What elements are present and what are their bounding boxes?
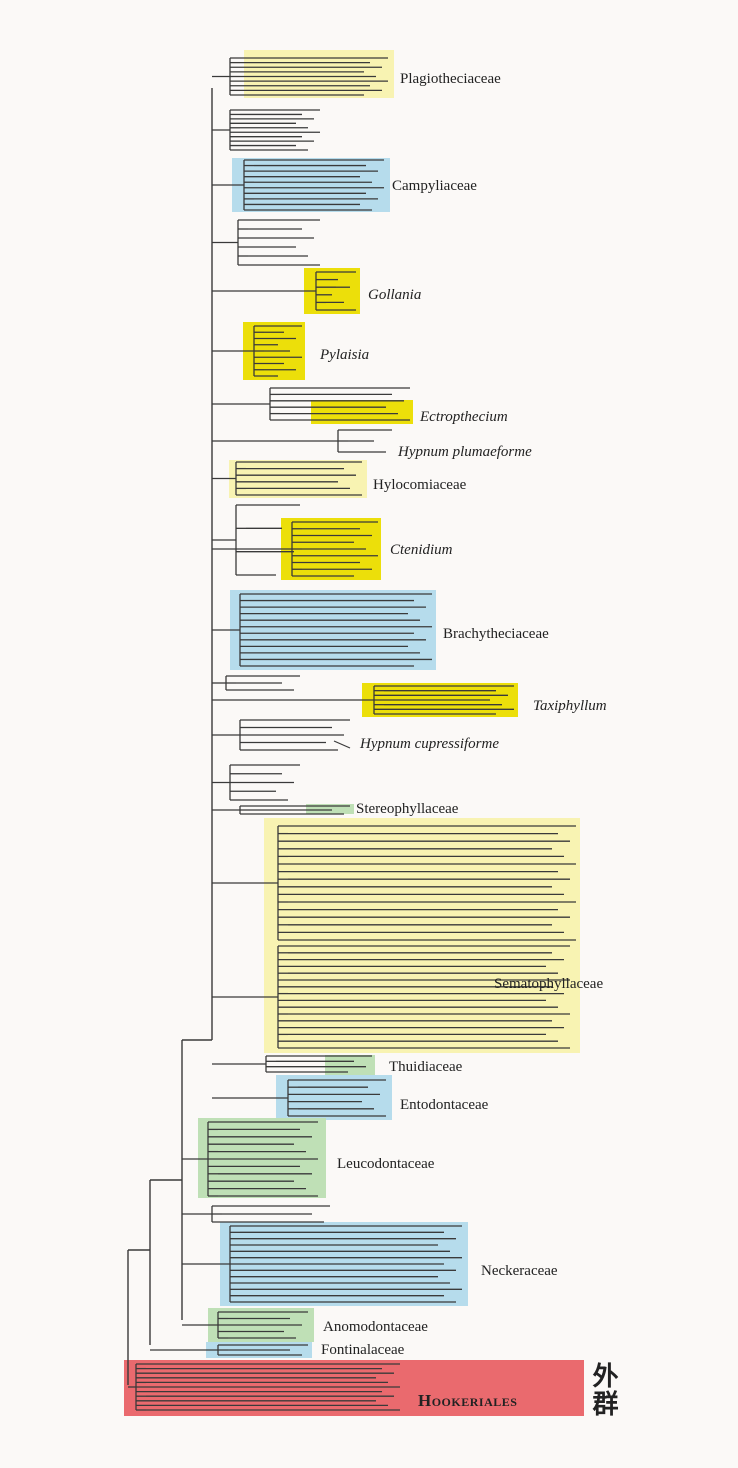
clade-label-thuidiaceae: Thuidiaceae [389, 1059, 463, 1075]
clade-label-entodontaceae: Entodontaceae [400, 1097, 489, 1113]
clade-label-anomodontaceae: Anomodontaceae [323, 1319, 428, 1335]
clade-box-sematophyllaceae [264, 818, 580, 1053]
clade-label-campyliaceae: Campyliaceae [392, 178, 477, 194]
pointer-hypnum-cupressiforme [333, 740, 351, 749]
clade-label-taxiphyllum: Taxiphyllum [533, 698, 607, 714]
clade-label-hookeriales: Hookeriales [418, 1391, 518, 1410]
clade-label-ectropothecium: Ectropthecium [420, 409, 508, 425]
clade-label-hypnum-plumaeforme: Hypnum plumaeforme [398, 444, 532, 460]
clade-box-campyliaceae [232, 158, 390, 212]
outgroup-label: 外群 [588, 1362, 618, 1418]
clade-label-hypnum-cupressiforme: Hypnum cupressiforme [360, 736, 500, 752]
clade-label-hylocomiaceae: Hylocomiaceae [373, 477, 467, 493]
clade-box-brachytheciaceae [230, 590, 436, 670]
clade-box-entodontaceae [276, 1075, 392, 1120]
clade-label-pylaisia: Pylaisia [320, 347, 370, 363]
clade-label-fontinalaceae: Fontinalaceae [321, 1342, 405, 1358]
clade-label-ctenidium: Ctenidium [390, 542, 453, 558]
clade-label-sematophyllaceae: Sematophyllaceae [494, 976, 604, 992]
clade-box-hylocomiaceae [229, 460, 367, 498]
clade-label-neckeraceae: Neckeraceae [481, 1263, 558, 1279]
clade-label-plagiotheciaceae: Plagiotheciaceae [400, 71, 501, 87]
clade-label-gollania: Gollania [368, 287, 422, 303]
clade-box-thuidiaceae [325, 1055, 375, 1075]
clade-label-stereophyllaceae: Stereophyllaceae [356, 801, 459, 817]
clade-label-brachytheciaceae: Brachytheciaceae [443, 626, 549, 642]
clade-box-hookeriales [124, 1360, 584, 1416]
clade-label-leucodontaceae: Leucodontaceae [337, 1156, 435, 1172]
clade-box-leucodontaceae [198, 1118, 326, 1198]
clade-box-stereophyllaceae [306, 804, 354, 814]
